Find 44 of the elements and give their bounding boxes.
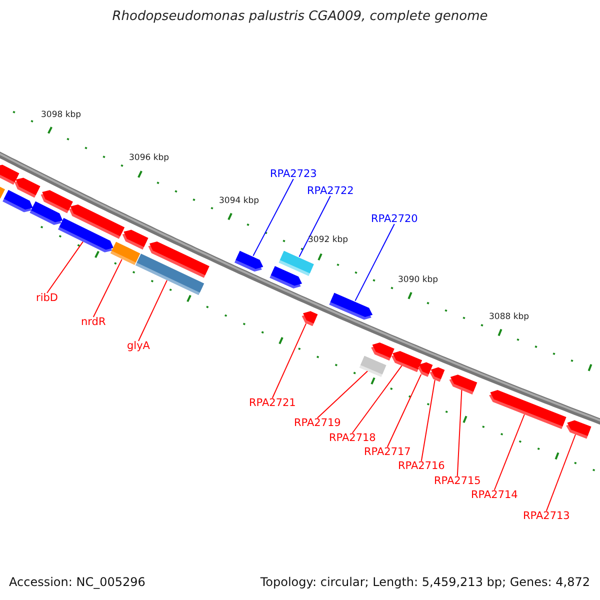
gene-block bbox=[234, 250, 266, 274]
gene-label: RPA2715 bbox=[434, 475, 481, 487]
gene-label: RPA2722 bbox=[307, 185, 354, 197]
gene-block bbox=[110, 240, 140, 266]
gene-label: RPA2717 bbox=[364, 446, 411, 458]
scale-label: 3098 kbp bbox=[41, 110, 82, 120]
gene-block bbox=[359, 354, 387, 378]
leader-line bbox=[494, 414, 525, 490]
scale-label: 3096 kbp bbox=[129, 153, 170, 163]
scale-label: 3092 kbp bbox=[308, 235, 348, 245]
gene-block bbox=[329, 292, 375, 322]
leader-line bbox=[252, 178, 294, 256]
title: Rhodopseudomonas palustris CGA009, complete genome bbox=[111, 9, 489, 24]
gene-label: RPA2713 bbox=[523, 510, 570, 522]
gene-block bbox=[135, 252, 205, 296]
gene-label: glyA bbox=[127, 340, 150, 352]
gene-block bbox=[270, 265, 304, 291]
gene-label: RPA2723 bbox=[270, 168, 317, 180]
scale-label: 3088 kbp bbox=[489, 312, 530, 322]
gene-label: ribD bbox=[36, 292, 58, 304]
gene-label: RPA2716 bbox=[398, 460, 445, 472]
gene-block bbox=[29, 200, 65, 228]
leader-line bbox=[354, 224, 395, 302]
leader-line bbox=[316, 370, 368, 418]
gene-label: RPA2718 bbox=[329, 432, 376, 444]
leader-line bbox=[272, 322, 307, 398]
footer-text: Accession: NC_005296 bbox=[9, 575, 146, 589]
leader-line bbox=[420, 379, 436, 462]
scale-label: 3090 kbp bbox=[398, 275, 438, 285]
scale-label: 3094 kbp bbox=[219, 196, 260, 206]
leader-line bbox=[92, 258, 122, 318]
gene-label: RPA2714 bbox=[471, 489, 518, 501]
leader-line bbox=[352, 365, 402, 434]
leader-line bbox=[386, 374, 422, 448]
leader-line bbox=[546, 434, 576, 512]
leader-line bbox=[46, 241, 84, 294]
gene-label: RPA2719 bbox=[294, 417, 341, 429]
footer-text: Topology: circular; Length: 5,459,213 bp; Genes: 4,872 bbox=[260, 575, 590, 589]
leader-line bbox=[298, 196, 331, 258]
gene-label: nrdR bbox=[81, 316, 106, 328]
leader-line bbox=[138, 280, 168, 342]
leader-line bbox=[456, 390, 462, 476]
gene-label: RPA2720 bbox=[371, 213, 418, 225]
gene-label: RPA2721 bbox=[249, 397, 296, 409]
